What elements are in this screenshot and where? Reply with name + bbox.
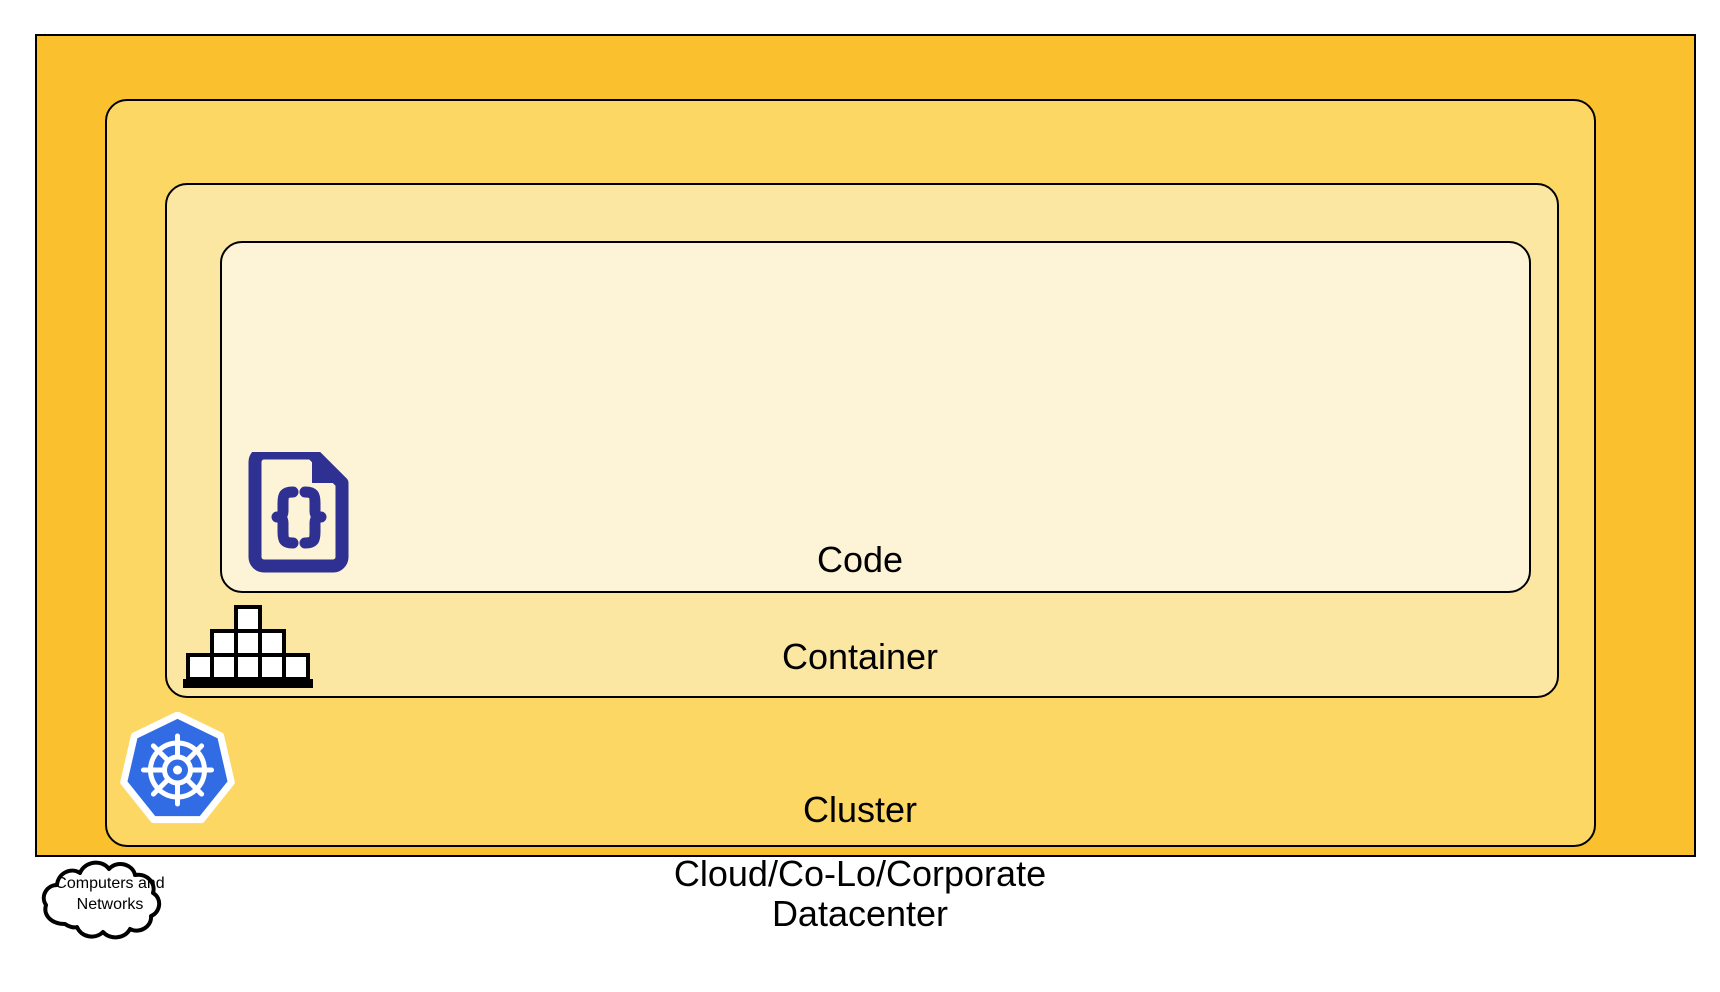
label-code: Code	[816, 539, 904, 580]
layer-code[interactable]	[220, 241, 1531, 593]
label-container: Container	[781, 636, 939, 677]
kubernetes-icon	[120, 711, 235, 827]
code-file-icon	[243, 446, 353, 577]
label-datacenter: Cloud/Co-Lo/Corporate Datacenter	[673, 853, 1047, 934]
cloud-shape-icon[interactable]	[35, 852, 185, 952]
crates-stack-icon	[183, 605, 313, 690]
label-cluster: Cluster	[802, 789, 918, 830]
